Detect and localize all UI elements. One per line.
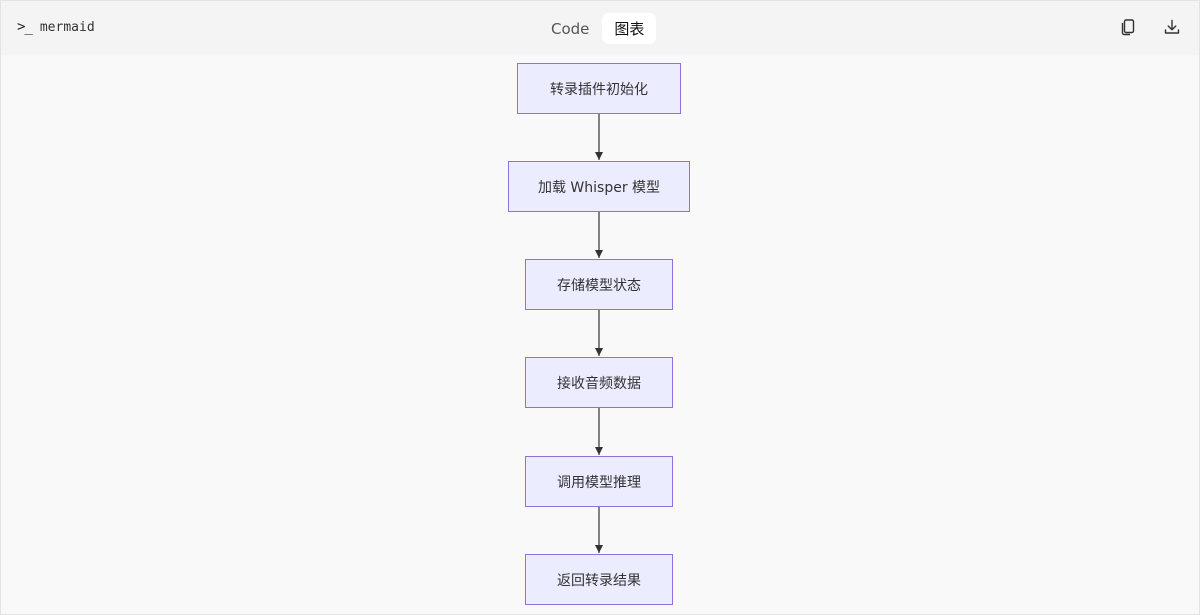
flowchart-node-B: 加载 Whisper 模型 <box>508 161 690 212</box>
language-label: mermaid <box>39 19 95 35</box>
diagram-canvas: 转录插件初始化 加载 Whisper 模型 存储模型状态 接收音频数据 调用模型… <box>1 55 1199 613</box>
flowchart-node-C: 存储模型状态 <box>525 259 673 310</box>
code-block-header: >_ mermaid Code 图表 <box>1 1 1199 55</box>
tab-diagram[interactable]: 图表 <box>602 13 657 44</box>
diagram-edges <box>595 114 603 553</box>
download-icon <box>1164 19 1180 34</box>
tab-code[interactable]: Code <box>551 19 590 38</box>
flowchart-node-A: 转录插件初始化 <box>517 63 681 114</box>
flowchart-node-F: 返回转录结果 <box>525 554 673 605</box>
view-tabs: Code 图表 <box>542 13 657 44</box>
download-button[interactable] <box>1161 16 1183 38</box>
copy-icon <box>1121 19 1135 36</box>
terminal-icon: >_ <box>17 19 33 35</box>
copy-button[interactable] <box>1117 16 1139 38</box>
flowchart-node-E: 调用模型推理 <box>525 456 673 507</box>
flowchart-node-D: 接收音频数据 <box>525 357 673 408</box>
language-indicator: >_ mermaid <box>17 19 95 35</box>
